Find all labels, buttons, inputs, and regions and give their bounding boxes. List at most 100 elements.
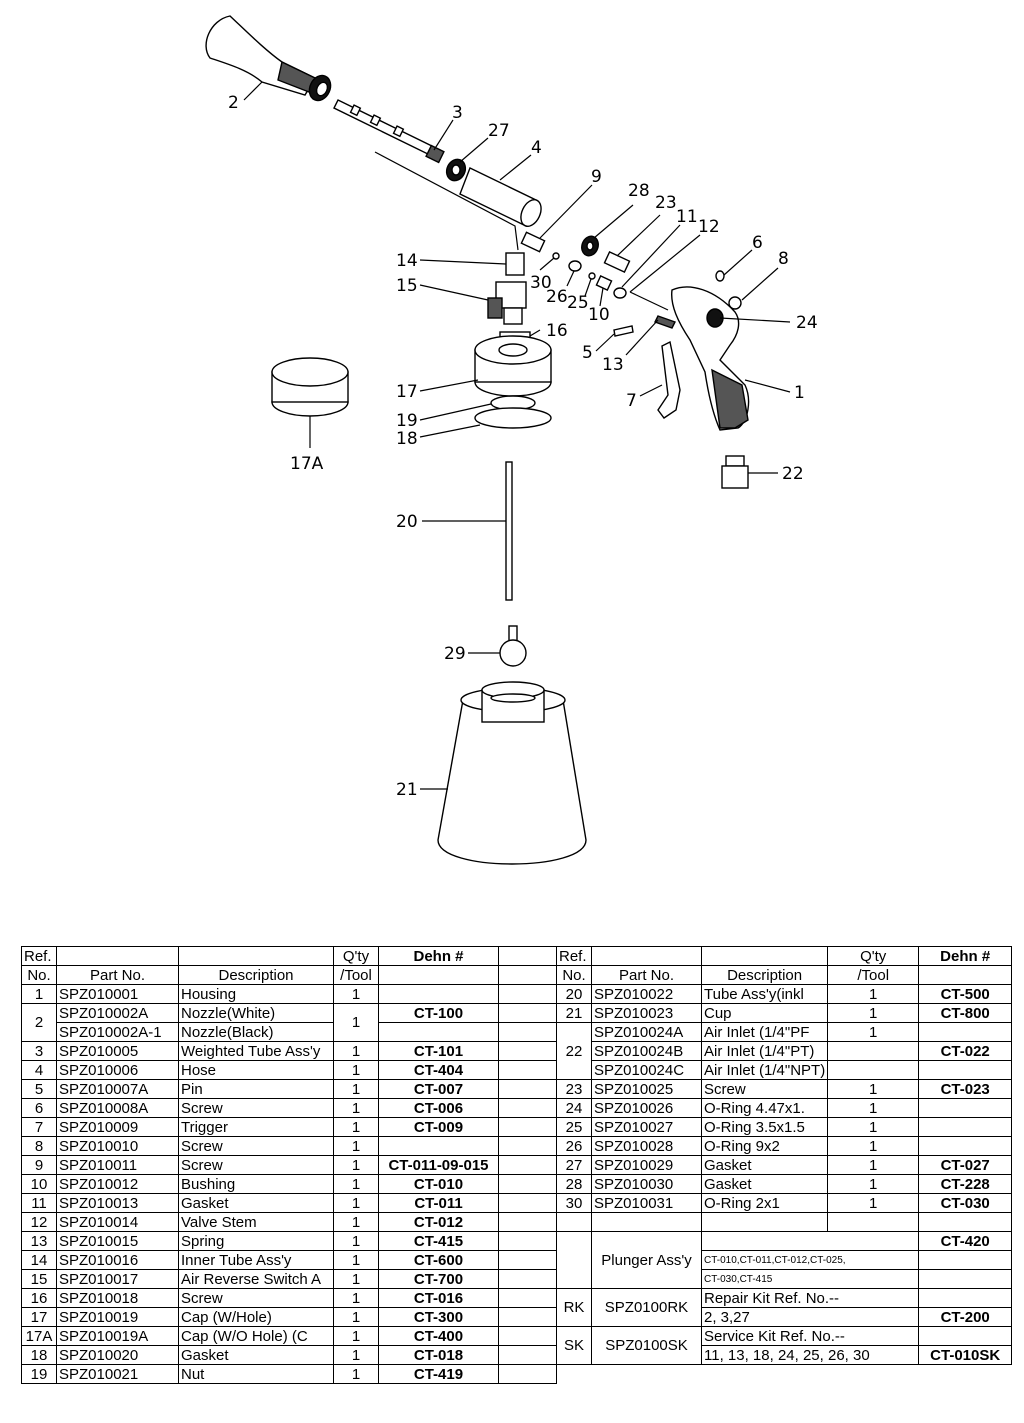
blank-cell <box>498 1345 557 1365</box>
callout-5: 5 <box>582 343 593 363</box>
header-ref: Ref. <box>556 946 592 966</box>
part-cup <box>437 681 587 865</box>
dehn-cell <box>918 1060 1013 1080</box>
part-number-cell: SPZ010013 <box>56 1193 179 1213</box>
qty-cell: 1 <box>827 1136 920 1156</box>
part-number-cell: SPZ010019A <box>56 1326 179 1346</box>
table-header-row: Ref. Q'ty Dehn # <box>556 946 1013 966</box>
callout-14: 14 <box>396 251 418 271</box>
description-cell: Screw <box>178 1098 334 1118</box>
part-inner-tube-fitting <box>505 252 525 276</box>
qty-cell <box>827 1060 920 1080</box>
blank-cell <box>918 1250 1013 1270</box>
ref-cell: 14 <box>21 1250 57 1270</box>
part-housing <box>671 286 750 431</box>
blank-cell <box>498 1326 557 1346</box>
callout-26: 26 <box>546 287 568 307</box>
plunger-label: Plunger Ass'y <box>591 1231 702 1289</box>
description-cell: Screw <box>178 1288 334 1308</box>
blank-cell <box>498 1155 557 1175</box>
qty-cell: 1 <box>333 984 379 1004</box>
part-number-cell: SPZ010010 <box>56 1136 179 1156</box>
part-number-cell: SPZ010024C <box>591 1060 702 1080</box>
callout-8: 8 <box>778 249 789 269</box>
part-nozzle <box>205 15 332 102</box>
ref-cell: 22 <box>556 1022 592 1080</box>
qty-cell: 1 <box>333 1269 379 1289</box>
dehn-cell: CT-010 <box>378 1174 499 1194</box>
ref-cell: 3 <box>21 1041 57 1061</box>
callout-labels: 2 3 27 4 9 28 23 11 12 6 8 14 30 26 25 1… <box>228 93 818 800</box>
description-cell: Bushing <box>178 1174 334 1194</box>
ref-cell: 20 <box>556 984 592 1004</box>
part-number-cell: SPZ010024A <box>591 1022 702 1042</box>
description-cell: Hose <box>178 1060 334 1080</box>
callout-17a: 17A <box>290 454 324 474</box>
part-number-cell: SPZ010026 <box>591 1098 702 1118</box>
description-cell: Air Inlet (1/4"NPT) <box>700 1060 829 1080</box>
blank-cell <box>498 1231 557 1251</box>
qty-cell: 1 <box>827 1155 920 1175</box>
callout-6: 6 <box>752 233 763 253</box>
qty-cell: 1 <box>333 1003 379 1042</box>
part-oring-26 <box>568 260 582 272</box>
parts-table-left: Ref. Q'ty Dehn # No. Part No. Descriptio… <box>21 946 557 1384</box>
plunger-dehn: CT-420 <box>918 1231 1013 1251</box>
part-number-cell: SPZ010014 <box>56 1212 179 1232</box>
callout-7: 7 <box>626 391 637 411</box>
callout-11: 11 <box>676 207 698 227</box>
qty-cell: 1 <box>333 1117 379 1137</box>
part-valve-stem <box>629 291 669 311</box>
blank-cell <box>918 1326 1013 1346</box>
dehn-cell: CT-011-09-015 <box>378 1155 499 1175</box>
table-row-spacer <box>556 1212 1013 1232</box>
header-part-no: Part No. <box>591 965 702 985</box>
ref-cell: 19 <box>21 1364 57 1384</box>
dehn-cell: CT-009 <box>378 1117 499 1137</box>
description-cell: Air Inlet (1/4"PT) <box>700 1041 829 1061</box>
qty-cell: 1 <box>333 1060 379 1080</box>
part-number-cell: SPZ010030 <box>591 1174 702 1194</box>
callout-28: 28 <box>628 181 650 201</box>
callout-23: 23 <box>655 193 677 213</box>
description-cell: Air Inlet (1/4"PF <box>700 1022 829 1042</box>
description-cell: O-Ring 9x2 <box>700 1136 829 1156</box>
blank-cell <box>498 1288 557 1308</box>
dehn-cell <box>378 1022 499 1042</box>
blank-cell <box>700 1231 920 1251</box>
ref-cell: 8 <box>21 1136 57 1156</box>
blank-cell <box>591 1212 702 1232</box>
plunger-row: CT-010,CT-011,CT-012,CT-025, <box>557 1250 1013 1270</box>
part-number-cell: SPZ010001 <box>56 984 179 1004</box>
part-screw-23 <box>603 250 631 274</box>
part-air-inlet <box>721 455 749 489</box>
dehn-cell: CT-006 <box>378 1098 499 1118</box>
description-cell: Cap (W/Hole) <box>178 1307 334 1327</box>
qty-cell: 1 <box>333 1345 379 1365</box>
part-oring-30 <box>552 252 560 260</box>
part-number-cell: SPZ010012 <box>56 1174 179 1194</box>
callout-19: 19 <box>396 411 418 431</box>
qty-cell: 1 <box>333 1098 379 1118</box>
qty-cell: 1 <box>827 1022 920 1042</box>
callout-29: 29 <box>444 644 466 664</box>
dehn-cell: CT-500 <box>918 984 1013 1004</box>
part-inner-tube-wire <box>374 151 519 251</box>
header-description: Description <box>700 965 829 985</box>
part-gasket-18 <box>474 407 552 429</box>
ref-cell: 13 <box>21 1231 57 1251</box>
qty-cell: 1 <box>827 1117 920 1137</box>
blank-cell <box>498 1022 557 1042</box>
kit-ref: SK <box>556 1326 592 1365</box>
